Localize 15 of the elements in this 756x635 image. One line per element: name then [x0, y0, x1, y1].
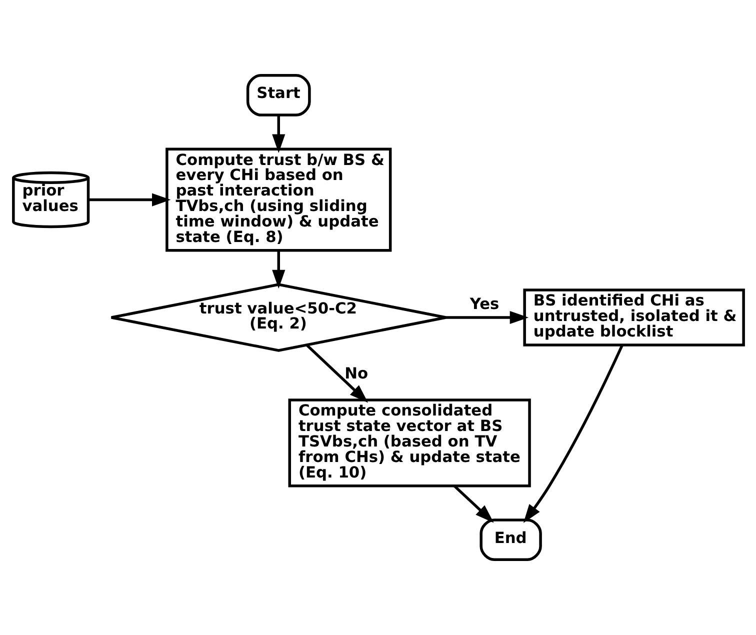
arrow — [522, 344, 624, 523]
node-diamond: trust value<50-C2 (Eq. 2) — [110, 283, 447, 352]
arrow — [272, 250, 285, 289]
arrow — [305, 344, 368, 403]
node-box: Compute consolidated trust state vector at BS TSVbs,ch (based on TV from CHs) & update state (Eq. 10) — [288, 398, 530, 488]
node-box: BS identified CHi as untrusted, isolated it & update blocklist — [522, 288, 744, 346]
edge-label: No — [344, 364, 368, 382]
arrow — [88, 193, 170, 206]
arrow — [272, 115, 285, 154]
node-box: Compute trust b/w BS & every CHi based on past interaction TVbs,ch (using sliding time window) & update state (Eq. 8) — [165, 148, 392, 252]
edge-label: Yes — [469, 294, 499, 313]
arrow — [445, 310, 528, 324]
node-box: Start — [246, 74, 310, 116]
arrow — [453, 485, 494, 523]
node-box: End — [479, 518, 542, 561]
